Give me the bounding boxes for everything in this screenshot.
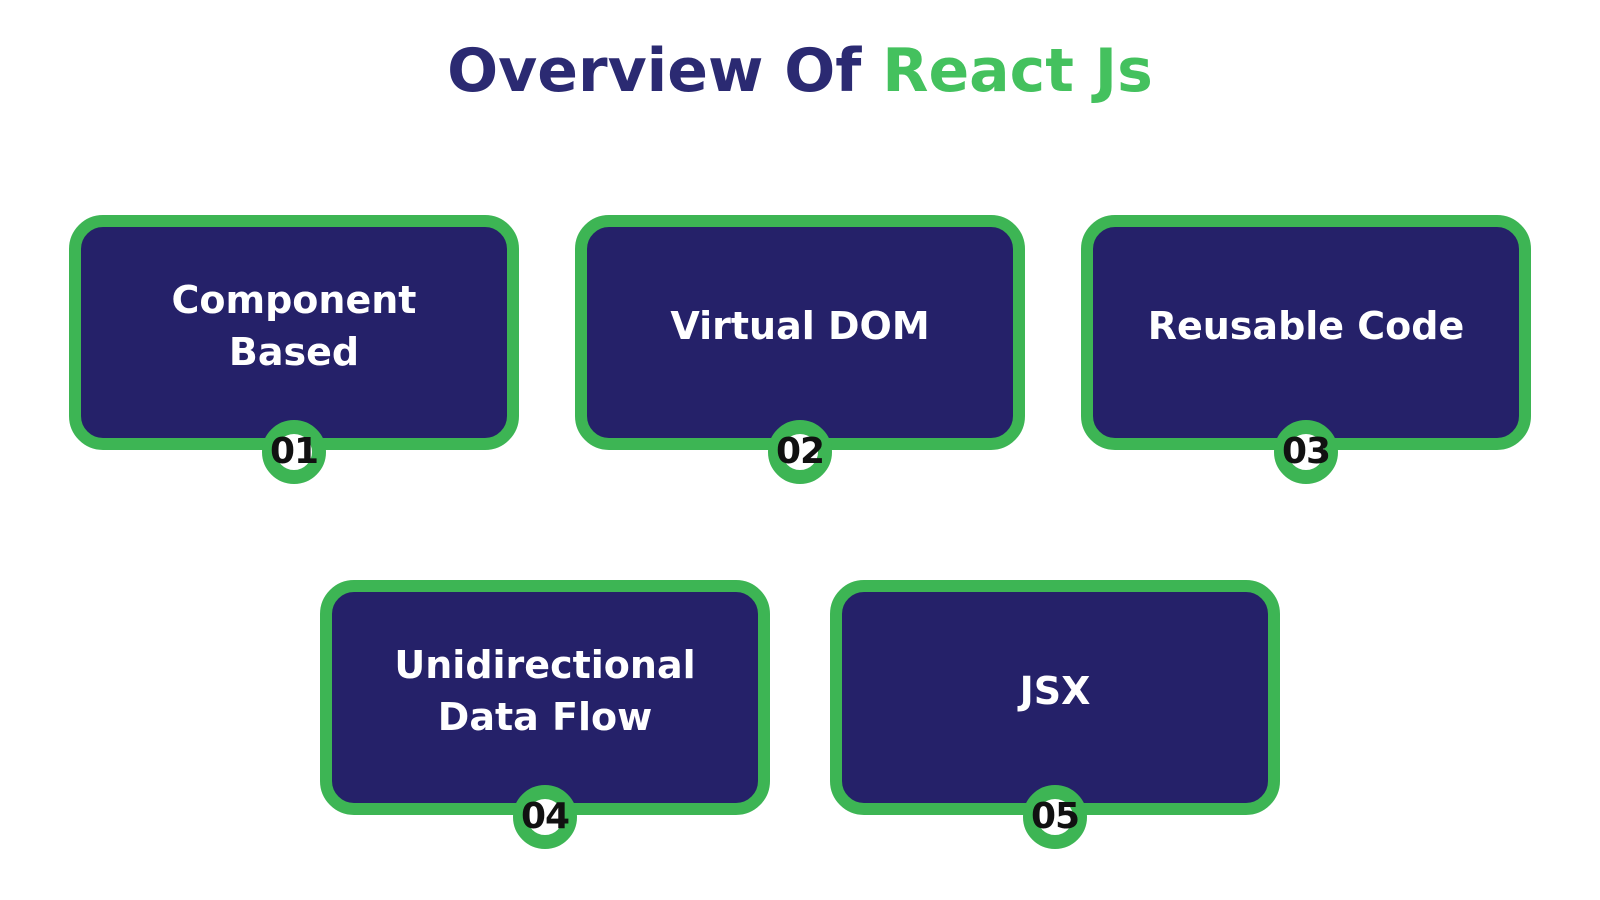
card-label: Reusable Code <box>1147 303 1465 348</box>
card-jsx: JSX 05 <box>830 580 1280 849</box>
card-unidirectional-data-flow: Unidirectional Data Flow 04 <box>320 580 770 849</box>
card-label: Virtual DOM <box>670 303 930 348</box>
badge-03: 03 <box>1274 420 1338 484</box>
card-component-based: Component Based 01 <box>69 215 519 484</box>
page-title-prefix: Overview Of <box>447 36 883 106</box>
card-label: Unidirectional Data Flow <box>394 643 696 739</box>
badge-02: 02 <box>768 420 832 484</box>
badge-04: 04 <box>513 785 577 849</box>
badge-number: 04 <box>520 796 570 837</box>
badge-number: 05 <box>1030 796 1080 837</box>
card-row-2: Unidirectional Data Flow 04 JSX 05 <box>0 580 1600 849</box>
card-virtual-dom: Virtual DOM 02 <box>575 215 1025 484</box>
card-label: JSX <box>1019 668 1091 713</box>
card-row-1: Component Based 01 Virtual DOM 02 Reusab… <box>0 215 1600 484</box>
page-title-highlight: React Js <box>882 36 1153 106</box>
card-reusable-code: Reusable Code 03 <box>1081 215 1531 484</box>
badge-05: 05 <box>1023 785 1087 849</box>
badge-number: 02 <box>775 431 825 472</box>
page-title: Overview Of React Js <box>0 38 1600 104</box>
badge-number: 01 <box>269 431 319 472</box>
card-label: Component Based <box>171 278 417 374</box>
badge-01: 01 <box>262 420 326 484</box>
badge-number: 03 <box>1281 431 1331 472</box>
